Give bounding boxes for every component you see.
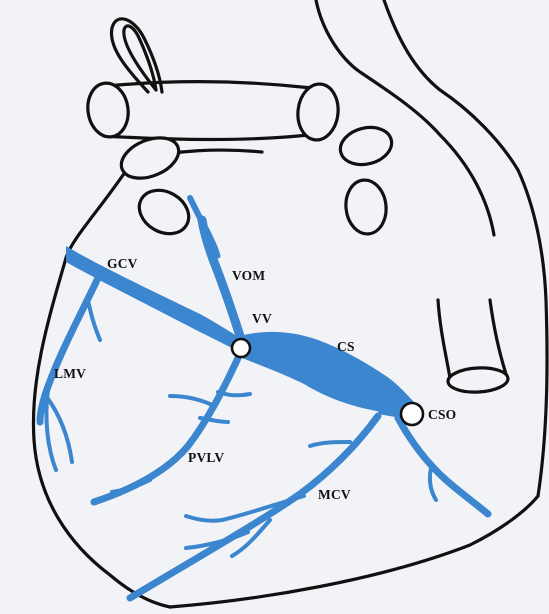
vv-ostium bbox=[232, 339, 250, 357]
label-vv: VV bbox=[252, 311, 272, 327]
label-lmv: LMV bbox=[54, 366, 86, 382]
label-gcv: GCV bbox=[107, 256, 138, 272]
label-mcv: MCV bbox=[318, 487, 351, 503]
label-cs: CS bbox=[337, 339, 355, 355]
label-pvlv: PVLV bbox=[188, 450, 224, 466]
label-cso: CSO bbox=[428, 407, 456, 423]
cso-ostium bbox=[401, 403, 423, 425]
label-vom: VOM bbox=[232, 268, 265, 284]
